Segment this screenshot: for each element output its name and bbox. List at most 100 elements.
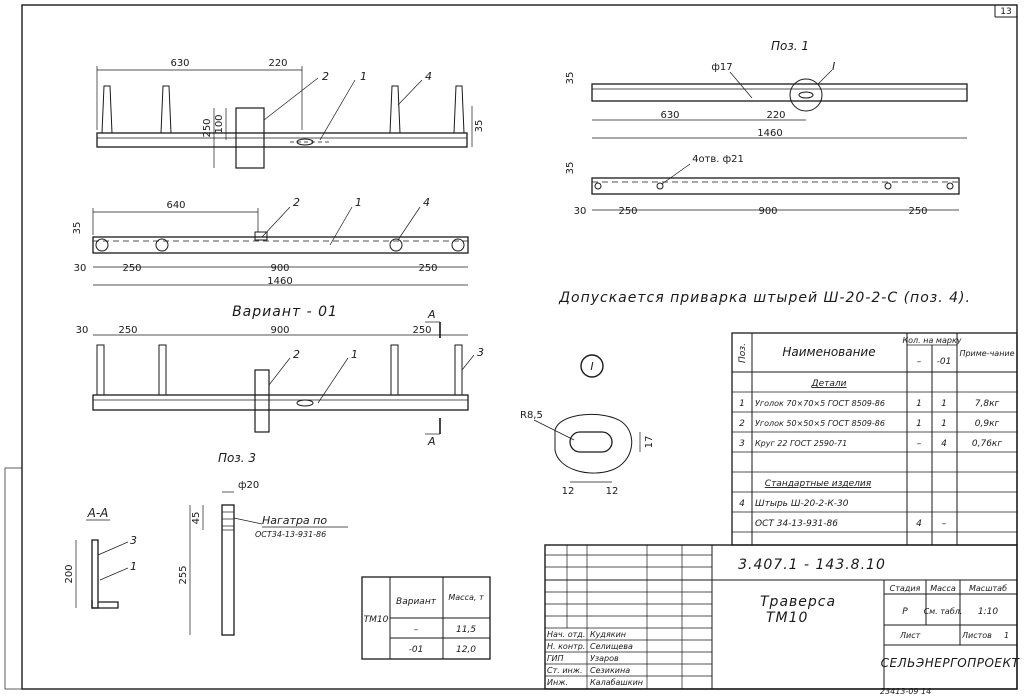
pos1-dim-900: 900 xyxy=(758,206,777,217)
tb-sheet-label: Лист xyxy=(899,631,921,640)
front-leader-1 xyxy=(319,79,356,141)
spec-row-qty: 1 xyxy=(916,399,922,409)
detail-dim-17: 17 xyxy=(644,436,655,449)
spec-table: Поз. Наименование Кол. на марку – -01 Пр… xyxy=(731,332,1018,546)
pos1-dim-220: 220 xyxy=(766,110,785,121)
detail-slot xyxy=(569,431,613,453)
pos1-title: Поз. 1 xyxy=(771,39,809,53)
tb-h-stage: Стадия xyxy=(890,584,921,593)
front-dim-100: 100 xyxy=(214,114,225,133)
spec-row-qty01: 1 xyxy=(941,399,947,409)
pos1-dim-250-left: 250 xyxy=(618,206,637,217)
spec-row-remark: 0,76кг xyxy=(972,439,1002,449)
plan-callout-2: 2 xyxy=(293,196,300,209)
variant-dim-250-right: 250 xyxy=(412,325,431,336)
pos1-dim-holes: 4отв. ф21 xyxy=(692,154,744,165)
plan-view: 640 35 30 250 900 250 1460 2 1 4 xyxy=(72,196,469,287)
tb-org: СЕЛЬЭНЕРГОПРОЕКТ xyxy=(881,656,1021,670)
spec-h-qty: Кол. на марку xyxy=(902,336,961,345)
pos1-f17-leader xyxy=(729,71,753,99)
plan-leader-4 xyxy=(397,206,421,241)
spec-std-qty01: – xyxy=(942,519,947,529)
variant-rod-1 xyxy=(96,344,105,396)
plan-beam xyxy=(92,236,469,254)
spec-std-qty: 4 xyxy=(916,519,922,529)
signer-role: Инж. xyxy=(547,678,568,687)
front-callout-4: 4 xyxy=(425,70,432,83)
detail-dim-12-right: 12 xyxy=(606,486,619,497)
front-leader-4 xyxy=(397,79,423,106)
spec-row-qty: – xyxy=(917,439,922,449)
spec-row-qty01: 4 xyxy=(941,439,947,449)
spec-h-name: Наименование xyxy=(782,345,875,359)
front-beam xyxy=(96,132,468,148)
section-title: А-А xyxy=(87,506,109,520)
title-frame xyxy=(544,544,1018,690)
front-slot xyxy=(296,138,314,146)
pos1-slot xyxy=(798,91,814,99)
pos3-dim-f20: ф20 xyxy=(238,480,259,491)
pos3-dim-255: 255 xyxy=(178,565,189,584)
pos1-dim-1460: 1460 xyxy=(757,128,782,139)
pos3-view: Поз. 3 ф20 45 255 Нагатра по ОСТ34-13-93… xyxy=(178,451,348,636)
pos1-holes-leader xyxy=(661,163,691,185)
tb-h-scale: Масштаб xyxy=(969,584,1007,593)
spec-row-pos: 2 xyxy=(739,419,745,429)
signer-role: Нач. отд. xyxy=(547,630,585,639)
section-leader-3 xyxy=(97,541,129,556)
detail-mark-circle xyxy=(580,354,604,378)
spec-h-01: -01 xyxy=(937,357,952,367)
pos1-dim-250-right: 250 xyxy=(908,206,927,217)
section-dim-200: 200 xyxy=(64,564,75,583)
pos1-dim-30: 30 xyxy=(574,206,587,217)
spec-std-name: Штырь Ш-20-2-К-30 xyxy=(755,499,849,509)
pos3-thread xyxy=(221,504,235,531)
spec-row-qty01: 1 xyxy=(941,419,947,429)
pos1-plan-beam xyxy=(591,177,960,195)
section-view: А-А 200 3 1 xyxy=(64,506,137,609)
front-pin-1 xyxy=(101,85,113,134)
detail-view: I R8,5 17 12 12 xyxy=(520,354,655,497)
variant-leader-3 xyxy=(461,354,475,371)
front-dim-630: 630 xyxy=(170,58,189,69)
mass-row-mass: 12,0 xyxy=(456,645,476,655)
variant-leader-1 xyxy=(317,357,349,404)
pos1-plan-hole-4 xyxy=(946,182,954,190)
plan-hole-4 xyxy=(451,238,465,252)
variant-view: Вариант - 01 30 250 900 250 А А 2 1 3 xyxy=(76,304,484,448)
pos1-view: Поз. 1 I 35 ф17 630 220 1460 35 4отв. ф2… xyxy=(565,39,968,217)
variant-callout-3: 3 xyxy=(477,346,484,359)
spec-row-remark: 7,8кг xyxy=(975,399,1000,409)
variant-rod-2 xyxy=(158,344,167,396)
spec-h-pos: Поз. xyxy=(738,343,748,363)
variant-dim-250-left: 250 xyxy=(118,325,137,336)
tb-stage: Р xyxy=(902,607,908,617)
mass-row-variant: – xyxy=(414,625,419,635)
section-mark-top: А xyxy=(427,308,436,321)
spec-std-pos: 4 xyxy=(739,499,745,509)
pos1-dim-630: 630 xyxy=(660,110,679,121)
plan-dim-35: 35 xyxy=(72,222,83,235)
pos1-beam xyxy=(591,83,968,102)
plan-callout-4: 4 xyxy=(423,196,430,209)
variant-title: Вариант - 01 xyxy=(232,304,338,320)
plan-hole-3 xyxy=(389,238,403,252)
pos1-plan-hole-1 xyxy=(594,182,602,190)
front-dim-35: 35 xyxy=(474,120,485,133)
section-callout-1: 1 xyxy=(130,560,137,573)
pos3-dim-45: 45 xyxy=(191,512,202,525)
signer-name: Селищева xyxy=(590,642,633,651)
pos3-title: Поз. 3 xyxy=(218,451,256,465)
signer-role: Ст. инж. xyxy=(547,666,583,675)
tb-h-mass: Масса xyxy=(930,584,956,593)
spec-std-name: ОСТ 34-13-931-86 xyxy=(755,519,838,529)
pos3-thread-std: ОСТ34-13-931-86 xyxy=(255,530,326,539)
signer-name: Кудякин xyxy=(590,630,626,639)
doc-code: 3.407.1 - 143.8.10 xyxy=(738,557,886,573)
